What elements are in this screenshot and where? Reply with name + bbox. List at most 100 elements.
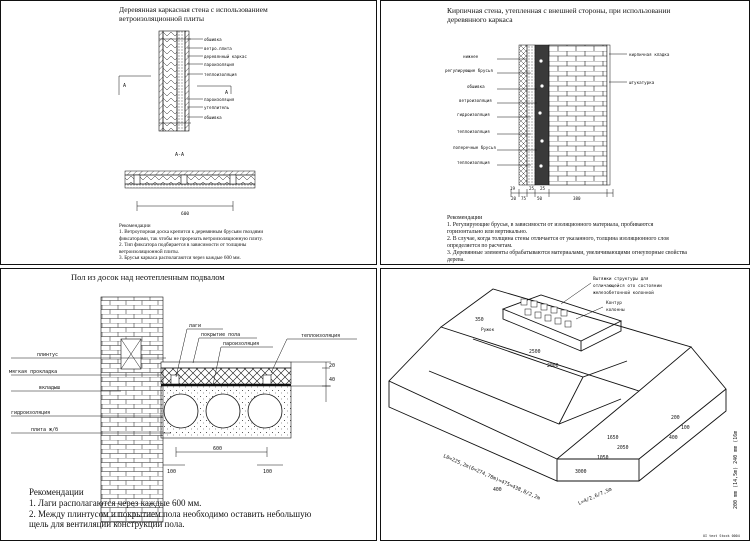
note-line: 3. Брусья каркаса располагаются через ка… (119, 255, 241, 262)
dim-br-2: 2000 (547, 363, 559, 369)
callout-tr-left-1: регулирующие брусья (445, 68, 493, 73)
callout-br-4: колонны (606, 308, 625, 313)
note-line: дерева. (447, 257, 465, 263)
callout-tr-left-3: ветроизоляция (459, 98, 492, 103)
callout-br-1: отличающейся ото состоянии (593, 283, 662, 289)
callout-tl-1: ветро.плита (204, 46, 232, 51)
note-line: 3. Деревянные элементы обрабатываются ма… (447, 250, 687, 256)
bl-dimension-lines (163, 362, 330, 466)
callout-bl-left-2: вкладыш (39, 385, 60, 391)
dim-br-0: 350 (475, 317, 484, 323)
brick-wall-drawing: нижнее регулирующие брусья обшивка ветро… (445, 44, 670, 201)
callout-tr-right-0: кирпичная кладка (629, 52, 670, 57)
dim-side: L=4/2,6/7,5m (577, 487, 612, 507)
callout-tl-2: деревянный каркас (204, 54, 247, 59)
tr-dim-labels: 19 75 50 20 25 25 380 (510, 186, 581, 201)
bl-callout-labels-top: лаги покрытие пола пароизоляция теплоизо… (189, 323, 340, 347)
note-line: горизонтально или вертикально. (447, 229, 528, 235)
br-leaders (560, 282, 604, 320)
title-line-2: ветроизоляционной плиты (119, 13, 205, 23)
section-markers (118, 75, 232, 95)
foundation-outline (388, 288, 727, 482)
note-line: 2. Тип фиксатора подбирается в зависимос… (119, 242, 247, 249)
dim-br-9: 100 (681, 425, 690, 431)
callout-bl-left-1: мягкая прокладка (9, 369, 57, 375)
note-line: 2. В случае, когда толщина стены отличае… (447, 236, 669, 242)
callout-tr-left-6: поперечные брусья (453, 145, 496, 150)
brick-wall (100, 296, 164, 523)
notes-heading: Рекомендации (119, 223, 151, 229)
callout-tr-left-4: гидроизоляция (457, 112, 490, 117)
bl-callout-leaders-top (175, 328, 357, 386)
dim-br-1: 2500 (529, 349, 541, 355)
dim-br-8: 200 (671, 415, 680, 421)
br-callouts: Вытяжки структуры для отличающейся ото с… (481, 276, 662, 333)
panel-wood-frame-wall: Деревянная каркасная стена с использован… (0, 0, 377, 265)
callout-tl-0: обшивка (204, 37, 222, 42)
callout-tl-5: пароизоляция (204, 97, 235, 102)
dim-bl-3: 100 (263, 469, 272, 475)
callout-bl-left-4: плита ж/б (31, 426, 58, 433)
title-line-2: деревянного каркаса (447, 14, 513, 24)
bl-notes: Рекомендации 1. Лаги располагаются через… (29, 487, 311, 530)
callout-br-3: Контур (606, 300, 622, 306)
title-line-1: Кирпичная стена, утепленная с внешней ст… (447, 6, 671, 15)
panel-title: Пол из досок над неотепленным подвалом (71, 272, 225, 282)
callout-tr-left-5: теплоизоляция (457, 129, 490, 134)
br-dims: 350 2500 2000 400 1650 2050 1050 3000 20… (475, 317, 690, 493)
dim-br-7: 3000 (575, 469, 587, 475)
callout-bl-left-0: плинтус (37, 352, 58, 358)
note-line: определяется по расчетам. (447, 243, 513, 249)
bl-callout-labels-left: плинтус мягкая прокладка вкладыш гидроиз… (9, 352, 60, 433)
note-line: ветроизоляционной плиты. (119, 248, 180, 255)
section-mark-right: А (225, 90, 228, 96)
wall-section (158, 30, 191, 132)
tr-dimension-lines (510, 189, 614, 197)
panel-plank-floor: Пол из досок над неотепленным подвалом (0, 268, 377, 541)
callout-tr-left-0: нижнее (463, 54, 479, 59)
callout-br-5: Ружок (481, 327, 495, 333)
dim-tr-2: 50 (537, 196, 543, 201)
title-line-1: Деревянная каркасная стена с использован… (119, 5, 268, 14)
note-line: фиксаторами, так чтобы не прорезать ветр… (119, 235, 263, 242)
plank-floor-drawing: лаги покрытие пола пароизоляция теплоизо… (9, 296, 357, 523)
callout-bl-left-3: гидроизоляция (11, 410, 50, 416)
panel-title: Кирпичная стена, утепленная с внешней ст… (447, 6, 671, 24)
tr-notes: Рекомендации 1. Регулирующие брусья, в з… (447, 215, 687, 264)
callout-br-0: Вытяжки структуры для (593, 276, 649, 282)
dim-bl-2: 20 (329, 363, 335, 369)
tl-notes: Рекомендации 1. Ветроупорная доска крепи… (119, 223, 263, 261)
callout-bl-top-0: лаги (189, 323, 201, 329)
bl-dim-labels: 600 100 20 100 40 (167, 363, 335, 475)
callout-br-2: железобетонной колонной (593, 289, 654, 296)
callout-tl-4: теплоизоляция (204, 72, 237, 77)
foundation-iso-drawing: Вытяжки структуры для отличающейся ото с… (388, 276, 740, 538)
callout-tl-3: пароизоляция (204, 62, 235, 67)
wall-layers (518, 44, 611, 186)
column-grid (520, 298, 572, 328)
dim-br-10: 400 (669, 435, 678, 441)
dim-br-4: 1650 (607, 435, 619, 441)
dim-tr-6: 380 (573, 196, 581, 201)
dim-600 (136, 201, 234, 211)
note-line: 1. Лаги располагаются через каждые 600 м… (29, 497, 202, 508)
note-line: 1. Ветроупорная доска крепится к деревян… (119, 229, 264, 236)
dim-tr-5: 25 (540, 186, 546, 191)
note-line: щель для вентиляции конструкции пола. (29, 519, 185, 530)
dim-br-5: 2050 (617, 445, 629, 451)
dim-tr-4: 25 (529, 186, 535, 191)
dim-width-label: 600 (181, 211, 189, 217)
panel-brick-wall: Кирпичная стена, утепленная с внешней ст… (380, 0, 750, 265)
section-mark-left: А (123, 83, 126, 89)
dim-tr-1: 75 (521, 196, 527, 201)
bl-callout-leaders-left (11, 357, 171, 434)
wood-frame-wall-drawing: обшивка ветро.плита деревянный каркас па… (118, 30, 256, 217)
dim-right: 200 mm (14,5m) 240 mm (16m (733, 431, 739, 509)
callout-tl-6: утеплитель (204, 105, 230, 110)
callout-tl-7: обшивка (204, 115, 222, 120)
watermark: UI text Stock 0004 (703, 534, 740, 538)
notes-heading: Рекомендации (447, 215, 483, 221)
dim-tr-0: 19 (510, 186, 516, 191)
dim-tr-3: 20 (511, 196, 517, 201)
tr-callout-labels-left: нижнее регулирующие брусья обшивка ветро… (445, 54, 496, 165)
